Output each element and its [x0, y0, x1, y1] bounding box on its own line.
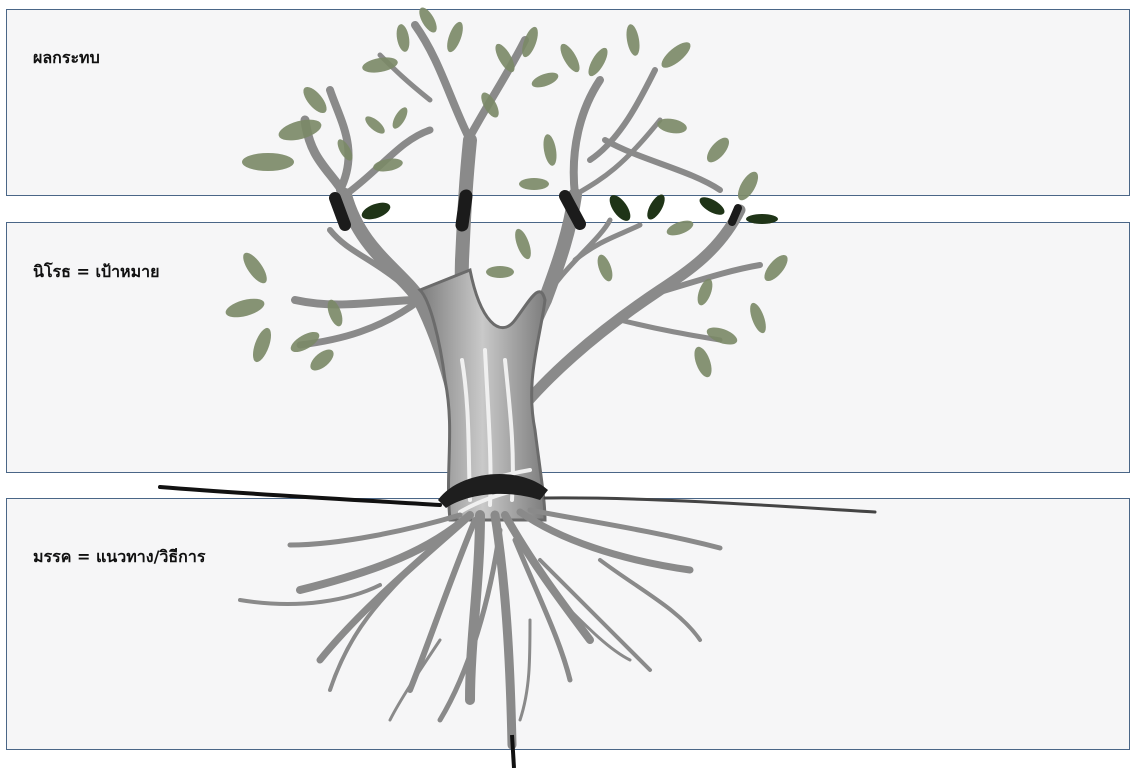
- tree-roots: [240, 510, 720, 745]
- taproot-tip: [512, 735, 514, 768]
- tree-leaves: [224, 5, 792, 380]
- tree-dark-bands: [335, 196, 738, 225]
